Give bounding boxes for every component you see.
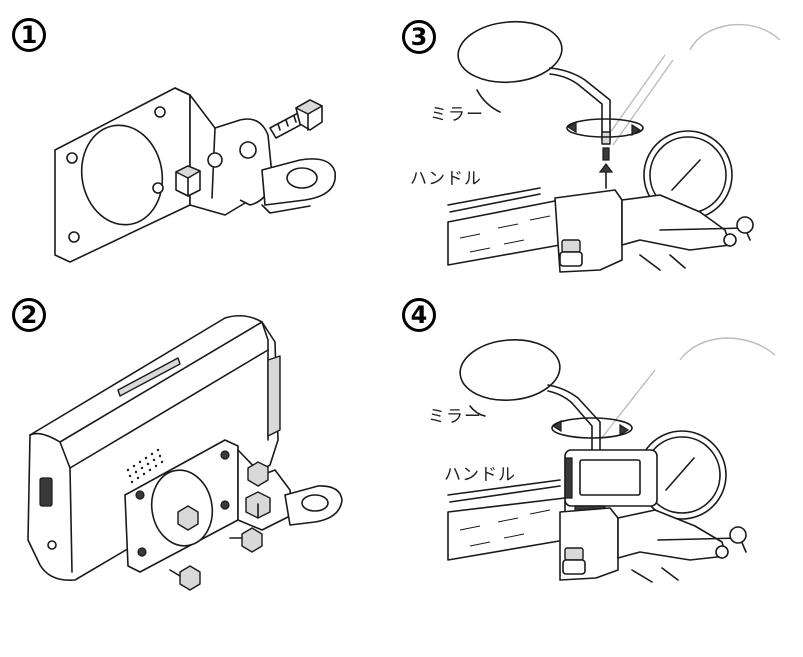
step-1-number: 1 — [12, 18, 46, 52]
speedometer — [637, 430, 727, 520]
step-1-panel: 1 — [0, 0, 400, 290]
mirror-bolt — [598, 147, 614, 189]
up-arrow-icon — [598, 163, 614, 173]
handlebar-label: ハンドル — [444, 465, 516, 485]
side-bracket — [189, 94, 336, 216]
mounting-plate — [124, 439, 239, 573]
mounting-plate — [54, 87, 191, 263]
rotate-arrow — [551, 417, 633, 439]
mirror-leader-line — [476, 89, 501, 113]
rotate-arrow — [566, 118, 644, 138]
mounted-navigation-device — [564, 449, 658, 513]
mirror — [459, 338, 601, 459]
screw-3 — [177, 505, 199, 531]
mirror-label: ミラー — [430, 105, 484, 125]
step-2-number: 2 — [12, 298, 46, 332]
opposite-mirror — [604, 23, 781, 146]
step-2-panel: 2 — [0, 290, 400, 657]
device-mounting-illustration — [27, 314, 343, 591]
power-button — [47, 540, 57, 550]
device-screen — [579, 459, 641, 496]
screw-2 — [245, 491, 271, 519]
device-installed-illustration — [447, 337, 776, 583]
step-3-panel: 3 ミラー ハンドル — [400, 0, 803, 290]
handlebar-label: ハンドル — [410, 169, 482, 189]
mirror-leader-line — [469, 405, 486, 417]
screw-4 — [229, 527, 263, 553]
screw-5 — [169, 565, 201, 591]
opposite-mirror — [599, 337, 776, 441]
mirror-removal-illustration — [447, 20, 781, 273]
step-3-number: 3 — [402, 20, 436, 54]
step-4-panel: 4 ミラー ハンドル — [400, 290, 803, 657]
step-4-number: 4 — [402, 298, 436, 332]
mirror — [457, 20, 611, 145]
handlebar — [447, 479, 747, 583]
side-port — [39, 477, 53, 507]
handlebar — [447, 187, 754, 273]
mirror-label: ミラー — [428, 407, 482, 427]
speaker-grille — [126, 448, 164, 484]
bracket-assembly-illustration — [54, 87, 336, 263]
hex-bolt — [269, 99, 323, 139]
hex-nut — [175, 165, 201, 197]
navigation-device — [27, 314, 281, 582]
screw-1 — [247, 461, 269, 487]
